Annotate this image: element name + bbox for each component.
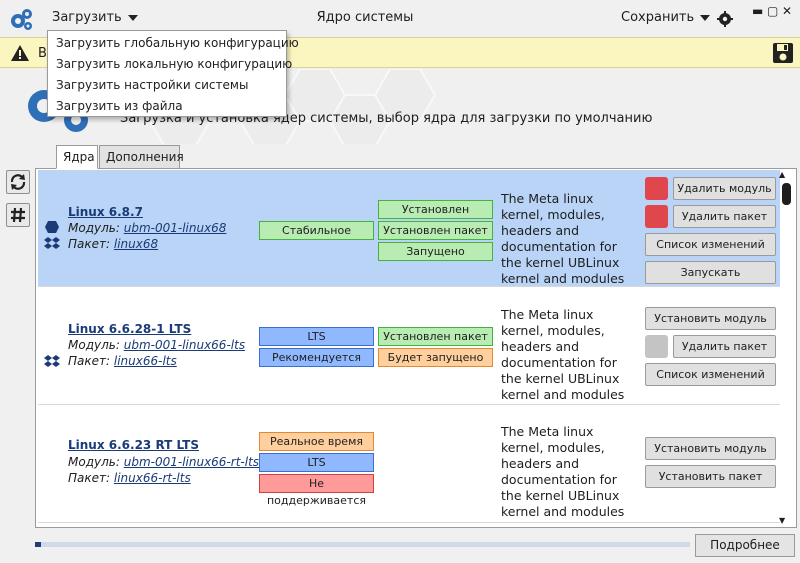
status-badge: LTS <box>259 327 374 346</box>
changelog-button[interactable]: Список изменений <box>645 363 776 386</box>
package-label: Пакет: <box>68 237 111 251</box>
kernel-description: The Meta linux kernel, modules, headers … <box>501 307 625 402</box>
status-badge: Реальное время <box>259 432 374 451</box>
remove-package-button[interactable]: Удалить пакет <box>673 205 776 228</box>
kernel-row[interactable]: Linux 6.6.23 RT LTS Модуль: ubm-001-linu… <box>38 405 780 523</box>
hash-button[interactable] <box>6 203 30 227</box>
module-label: Модуль: <box>68 338 120 352</box>
package-link[interactable]: linux66-rt-lts <box>113 471 191 485</box>
kernel-name[interactable]: Linux 6.8.7 <box>68 205 143 219</box>
scroll-down-arrow-icon[interactable]: ▼ <box>779 516 786 525</box>
gears-app-icon <box>11 9 32 30</box>
kernel-module-line: Модуль: ubm-001-linux66-rt-lts <box>68 455 259 469</box>
save-menu[interactable]: Сохранить <box>621 10 711 25</box>
status-badge: LTS <box>259 453 374 472</box>
kernel-module-line: Модуль: ubm-001-linux68 <box>68 221 226 235</box>
status-badge: Установлен пакет <box>378 327 493 346</box>
tab-kernels[interactable]: Ядра <box>56 145 98 169</box>
kernel-description: The Meta linux kernel, modules, headers … <box>501 191 625 286</box>
module-label: Модуль: <box>68 221 120 235</box>
refresh-icon <box>10 174 26 190</box>
progress-bar <box>35 542 690 547</box>
install-package-button[interactable]: Установить пакет <box>645 465 776 488</box>
scroll-up-arrow-icon[interactable]: ▲ <box>779 170 786 179</box>
menu-item-load-local[interactable]: Загрузить локальную конфигурацию <box>56 57 293 71</box>
hash-icon <box>11 207 25 223</box>
module-link[interactable]: ubm-001-linux68 <box>123 221 227 235</box>
package-label: Пакет: <box>68 471 111 485</box>
status-badge: Не поддерживается <box>259 474 374 507</box>
scrollbar-thumb[interactable] <box>782 183 791 205</box>
save-disk-icon[interactable] <box>772 42 794 64</box>
refresh-button[interactable] <box>6 170 30 194</box>
kernel-row[interactable]: Linux 6.6.28-1 LTS Модуль: ubm-001-linux… <box>38 287 780 405</box>
progress-bar-fill <box>35 542 41 547</box>
details-button[interactable]: Подробнее <box>695 534 795 557</box>
kernel-name[interactable]: Linux 6.6.28-1 LTS <box>68 322 192 336</box>
warning-icon <box>11 45 29 61</box>
run-button[interactable]: Запускать <box>645 261 776 284</box>
load-menu[interactable]: Загрузить <box>52 10 138 25</box>
module-icon <box>45 221 59 233</box>
status-badge: Стабильное <box>259 221 374 240</box>
tab-addons[interactable]: Дополнения <box>99 145 184 169</box>
minimize-button[interactable]: ▬ <box>752 4 764 18</box>
dropbox-package-icon <box>44 237 60 249</box>
status-badge: Будет запущено <box>378 348 493 367</box>
save-menu-label: Сохранить <box>621 10 695 25</box>
remove-package-button[interactable]: Удалить пакет <box>673 335 776 358</box>
caret-down-icon <box>127 14 138 21</box>
install-module-button[interactable]: Установить модуль <box>645 307 776 330</box>
package-link[interactable]: linux66-lts <box>113 354 177 368</box>
module-link[interactable]: ubm-001-linux66-lts <box>123 338 246 352</box>
status-badge: Запущено <box>378 242 493 261</box>
changelog-button[interactable]: Список изменений <box>645 233 776 256</box>
load-dropdown-menu: Загрузить глобальную конфигурацию Загруз… <box>47 30 299 117</box>
cloud-download-icon[interactable] <box>645 205 668 228</box>
cloud-download-icon <box>645 335 668 358</box>
status-badge: Рекомендуется <box>259 348 374 367</box>
load-menu-label: Загрузить <box>52 10 122 25</box>
caret-down-icon <box>700 14 711 21</box>
window-title: Ядро системы <box>316 10 414 25</box>
package-link[interactable]: linux68 <box>113 237 159 251</box>
kernel-list: Linux 6.8.7 Модуль: ubm-001-linux68 Паке… <box>35 168 797 528</box>
menu-item-load-system[interactable]: Загрузить настройки системы <box>56 78 249 92</box>
close-button[interactable]: ✕ <box>782 4 793 18</box>
module-link[interactable]: ubm-001-linux66-rt-lts <box>123 455 260 469</box>
kernel-description: The Meta linux kernel, modules, headers … <box>501 424 625 519</box>
kernel-module-line: Модуль: ubm-001-linux66-lts <box>68 338 245 352</box>
maximize-button[interactable]: ▢ <box>767 4 779 18</box>
install-module-button[interactable]: Установить модуль <box>645 437 776 460</box>
warning-text: В <box>38 46 47 61</box>
status-badge: Установлен пакет <box>378 221 493 240</box>
kernel-package-line: Пакет: linux66-lts <box>68 354 177 368</box>
menu-item-load-global[interactable]: Загрузить глобальную конфигурацию <box>56 36 299 50</box>
cloud-download-icon[interactable] <box>645 177 668 200</box>
kernel-package-line: Пакет: linux68 <box>68 237 158 251</box>
remove-module-button[interactable]: Удалить модуль <box>673 177 776 200</box>
kernel-row[interactable]: Linux 6.8.7 Модуль: ubm-001-linux68 Паке… <box>38 170 780 287</box>
module-label: Модуль: <box>68 455 120 469</box>
kernel-package-line: Пакет: linux66-rt-lts <box>68 471 191 485</box>
dropbox-package-icon <box>44 355 60 367</box>
settings-gear-icon[interactable] <box>717 11 733 27</box>
menu-item-load-file[interactable]: Загрузить из файла <box>56 99 183 113</box>
kernel-name[interactable]: Linux 6.6.23 RT LTS <box>68 438 200 452</box>
status-badge: Установлен модуль <box>378 200 493 233</box>
package-label: Пакет: <box>68 354 111 368</box>
